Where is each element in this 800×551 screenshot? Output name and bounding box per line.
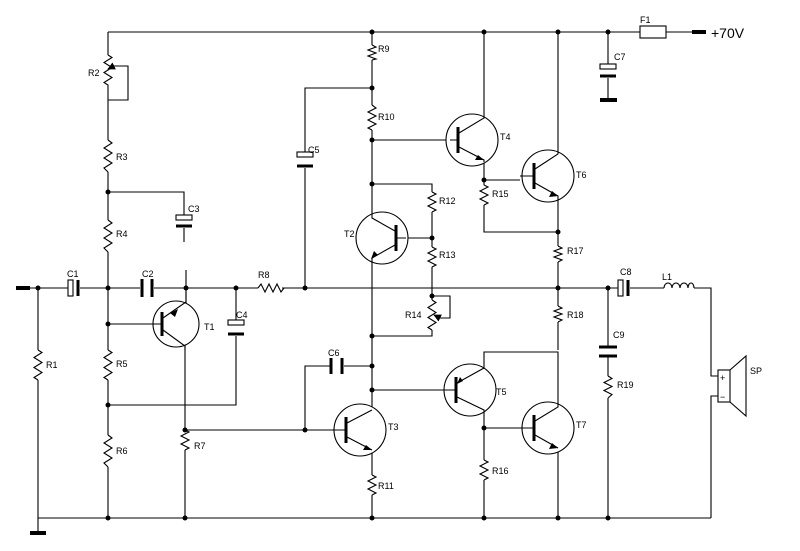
r3-label: R3 xyxy=(116,152,128,162)
r13-label: R13 xyxy=(439,250,456,260)
capacitors xyxy=(67,63,630,374)
c9-label: C9 xyxy=(613,330,625,340)
transistor-t5 xyxy=(442,360,497,417)
r6-label: R6 xyxy=(116,446,128,456)
r16-label: R16 xyxy=(492,466,509,476)
t1-label: T1 xyxy=(204,322,215,332)
resistor-r5 xyxy=(102,349,114,381)
resistor-r6 xyxy=(102,434,114,468)
r11-label: R11 xyxy=(378,481,394,491)
transistor-t2 xyxy=(355,200,409,265)
resistor-r13 xyxy=(426,246,438,268)
r9-label: R9 xyxy=(378,44,390,54)
r15-label: R15 xyxy=(492,189,509,199)
r12-label: R12 xyxy=(439,196,456,206)
resistor-r17 xyxy=(552,245,564,263)
resistor-r12 xyxy=(426,191,438,213)
capacitor-c9 xyxy=(599,345,617,358)
transistor-t4 xyxy=(445,112,499,167)
t2-label: T2 xyxy=(344,229,355,239)
resistor-r10 xyxy=(366,104,378,131)
resistor-r2 xyxy=(102,54,114,90)
capacitor-c4 xyxy=(227,319,245,336)
resistor-r4 xyxy=(102,219,114,253)
r5-label: R5 xyxy=(116,359,128,369)
resistor-r3 xyxy=(102,139,114,173)
r7-label: R7 xyxy=(194,441,206,451)
r19-label: R19 xyxy=(617,380,634,390)
c3-label: C3 xyxy=(188,204,200,214)
fuse-label: F1 xyxy=(640,15,651,25)
r14-label: R14 xyxy=(405,310,422,320)
r17-label: R17 xyxy=(567,246,584,256)
r8-label: R8 xyxy=(258,270,270,280)
resistor-r15 xyxy=(478,184,490,206)
transistor-t3 xyxy=(305,403,387,457)
c5-label: C5 xyxy=(308,145,320,155)
resistor-r18 xyxy=(552,305,564,323)
t5-label: T5 xyxy=(496,387,507,397)
t6-label: T6 xyxy=(576,170,587,180)
supply-label: +70V xyxy=(711,25,745,41)
resistor-r7 xyxy=(179,429,191,451)
capacitor-c8 xyxy=(617,279,630,297)
c7-label: C7 xyxy=(614,52,626,62)
resistors xyxy=(32,44,614,496)
speaker-label: SP xyxy=(750,366,762,376)
c1-label: C1 xyxy=(67,269,79,279)
wiring xyxy=(16,30,718,535)
resistor-r8 xyxy=(257,282,285,294)
inductor-l1 xyxy=(663,282,695,289)
labels: +70V F1 L1 SP + − R1 R2 R3 R4 R5 R6 R7 R… xyxy=(46,15,762,491)
resistor-r11 xyxy=(366,474,378,496)
fuse-f1 xyxy=(639,25,667,39)
speaker-plus-label: + xyxy=(720,373,725,383)
resistor-r16 xyxy=(478,459,490,481)
transistor-t6 xyxy=(520,149,575,203)
t4-label: T4 xyxy=(500,132,511,142)
r4-label: R4 xyxy=(116,229,128,239)
resistor-r9 xyxy=(366,44,378,61)
speaker-minus-label: − xyxy=(720,392,725,402)
r18-label: R18 xyxy=(567,310,584,320)
resistor-r14 xyxy=(426,299,438,331)
c4-label: C4 xyxy=(236,310,248,320)
capacitor-c5 xyxy=(296,151,314,168)
capacitor-c6 xyxy=(329,358,344,374)
r10-label: R10 xyxy=(378,112,395,122)
c2-label: C2 xyxy=(142,269,154,279)
capacitor-c3 xyxy=(175,214,193,228)
junctions xyxy=(35,29,611,521)
t7-label: T7 xyxy=(576,420,587,430)
capacitor-c7 xyxy=(599,63,617,78)
c8-label: C8 xyxy=(620,267,632,277)
capacitor-c1 xyxy=(67,279,80,297)
transistor-t7 xyxy=(521,400,575,455)
t3-label: T3 xyxy=(388,422,399,432)
transistor-t1 xyxy=(150,288,200,350)
inductor-label: L1 xyxy=(662,272,672,282)
resistor-r19 xyxy=(602,375,614,399)
speaker-sp xyxy=(717,354,747,418)
capacitor-c2 xyxy=(140,279,154,297)
r2-label: R2 xyxy=(88,68,100,78)
resistor-r1 xyxy=(32,349,44,381)
transistors xyxy=(150,112,575,457)
r1-label: R1 xyxy=(46,360,58,370)
c6-label: C6 xyxy=(328,348,340,358)
